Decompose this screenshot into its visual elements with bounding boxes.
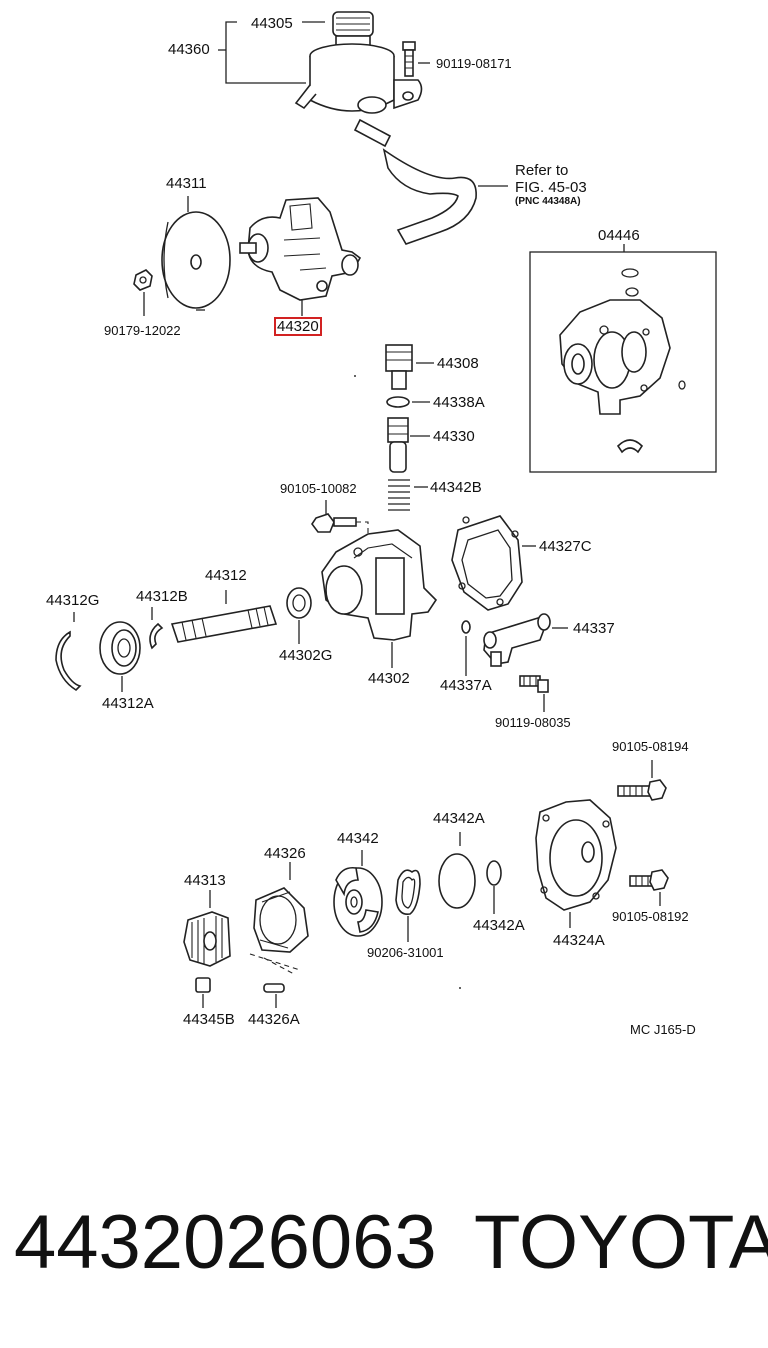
bearing-44312A xyxy=(99,621,141,692)
footer-brand: TOYOTA xyxy=(474,1200,768,1285)
part-label-44345B[interactable]: 44345B xyxy=(183,1011,235,1028)
valve-44330 xyxy=(387,417,430,473)
snap-ring-44312B xyxy=(149,607,164,650)
part-label-90179-12022[interactable]: 90179-12022 xyxy=(104,323,181,338)
part-label-44312[interactable]: 44312 xyxy=(205,567,247,584)
part-label-44324A[interactable]: 44324A xyxy=(553,932,605,949)
bolt-90105-10082 xyxy=(311,500,369,540)
part-label-44360[interactable]: 44360 xyxy=(168,41,210,58)
vane-44313 xyxy=(183,890,231,967)
refer-figure-text[interactable]: FIG. 45-03 xyxy=(515,179,587,196)
bearing-44302G xyxy=(286,587,312,644)
shaft-44312 xyxy=(170,590,278,643)
part-label-90105-08192[interactable]: 90105-08192 xyxy=(612,909,689,924)
footer-part-number: 4432026063 xyxy=(14,1200,437,1285)
part-label-44326[interactable]: 44326 xyxy=(264,845,306,862)
part-label-44326A[interactable]: 44326A xyxy=(248,1011,300,1028)
part-label-44330[interactable]: 44330 xyxy=(433,428,475,445)
part-label-44342A-top[interactable]: 44342A xyxy=(433,810,485,827)
pin-44326A xyxy=(263,983,285,1008)
o-ring-44338A xyxy=(386,396,430,408)
part-label-44311[interactable]: 44311 xyxy=(166,175,207,192)
seal-90206-31001 xyxy=(395,869,421,942)
reservoir-tank xyxy=(218,11,423,114)
bolt-90119-08035 xyxy=(519,675,549,712)
part-label-90206-31001[interactable]: 90206-31001 xyxy=(367,945,444,960)
part-label-90119-08035[interactable]: 90119-08035 xyxy=(495,715,571,730)
spring-44342B xyxy=(388,479,428,511)
part-label-44338A[interactable]: 44338A xyxy=(433,394,485,411)
o-ring-44337A xyxy=(461,620,471,676)
cover-44324A xyxy=(535,799,617,928)
part-label-44337A[interactable]: 44337A xyxy=(440,677,492,694)
part-label-44342[interactable]: 44342 xyxy=(337,830,379,847)
part-label-44312A[interactable]: 44312A xyxy=(102,695,154,712)
part-label-44302[interactable]: 44302 xyxy=(368,670,410,687)
part-label-44337[interactable]: 44337 xyxy=(573,620,615,637)
part-label-04446[interactable]: 04446 xyxy=(598,227,640,244)
union-44308 xyxy=(385,344,434,390)
part-label-90105-10082[interactable]: 90105-10082 xyxy=(280,481,357,496)
part-label-90105-08194[interactable]: 90105-08194 xyxy=(612,739,689,754)
rotor-44326 xyxy=(249,862,309,975)
bolt-90105-08192 xyxy=(629,869,669,906)
pulley-44311 xyxy=(161,196,231,311)
figure-code: MC J165-D xyxy=(630,1022,696,1037)
part-label-44302G[interactable]: 44302G xyxy=(279,647,333,664)
part-label-44313[interactable]: 44313 xyxy=(184,872,226,889)
part-label-44312G[interactable]: 44312G xyxy=(46,592,100,609)
refer-to-text: Refer to xyxy=(515,162,569,179)
diagram-drawing xyxy=(55,11,717,1113)
snap-ring-44312G xyxy=(55,612,82,692)
part-label-44342A-bottom[interactable]: 44342A xyxy=(473,917,525,934)
o-ring-44342A-small xyxy=(486,860,502,914)
nut-90179-12022 xyxy=(133,269,153,316)
return-hose xyxy=(353,118,508,245)
part-label-44305[interactable]: 44305 xyxy=(251,15,293,32)
pump-assembly-44320 xyxy=(239,197,362,316)
part-label-44320-highlighted[interactable]: 44320 xyxy=(274,317,322,336)
bolt-90105-08194 xyxy=(617,760,667,801)
bolt-90119-08171 xyxy=(402,41,430,77)
part-label-44342B[interactable]: 44342B xyxy=(430,479,482,496)
part-label-90119-08171[interactable]: 90119-08171 xyxy=(436,56,512,71)
gasket-kit-04446 xyxy=(529,244,717,473)
o-ring-44342A-large xyxy=(438,832,476,909)
cam-ring-44342 xyxy=(333,850,383,937)
gasket-44327C xyxy=(451,515,536,611)
vane-plate-44345B xyxy=(195,977,211,1008)
part-label-44308[interactable]: 44308 xyxy=(437,355,479,372)
refer-pnc-text: (PNC 44348A) xyxy=(515,196,581,207)
fitting-44337 xyxy=(483,613,568,667)
part-label-44312B[interactable]: 44312B xyxy=(136,588,188,605)
part-label-44327C[interactable]: 44327C xyxy=(539,538,592,555)
housing-44302 xyxy=(321,529,438,668)
